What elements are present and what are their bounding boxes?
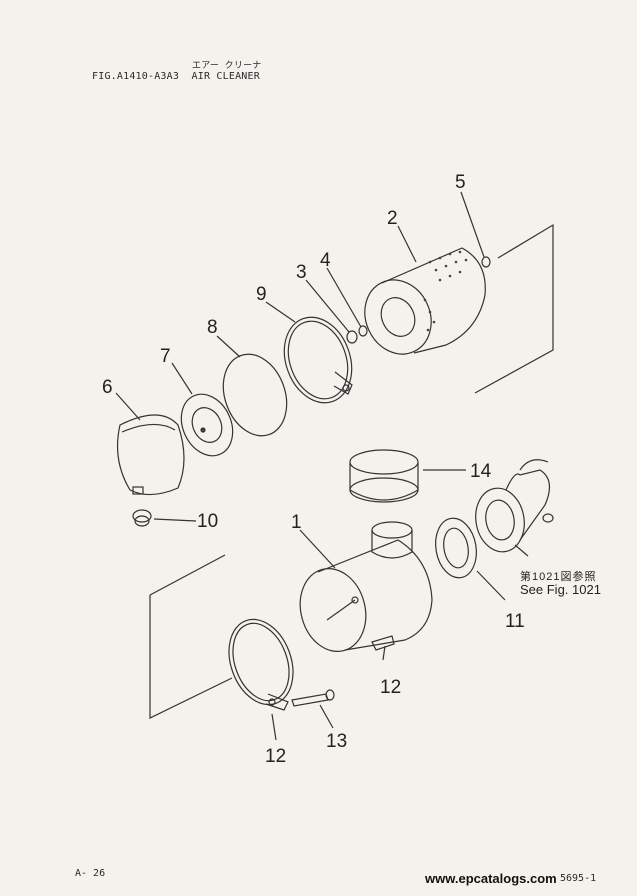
part-1-cleaner-body	[299, 521, 433, 653]
part-12-clamp-band	[228, 618, 294, 711]
part-9-clamp-band	[283, 316, 353, 404]
part-14-precleaner	[349, 449, 419, 503]
intake-elbow	[475, 459, 554, 553]
callout-2: 2	[387, 208, 398, 229]
cross-reference-japanese: 第1021図参照	[520, 571, 597, 583]
callout-labels: 1 2 3 4 5 6 7 8 9 10 11 12 12 13 14	[102, 172, 525, 767]
part-5-nut	[481, 256, 491, 268]
part-3-bolt	[346, 330, 358, 344]
figure-title: FIG.A1410-A3A3 AIR CLEANER	[92, 71, 260, 82]
page-number: A- 26	[75, 868, 106, 879]
callout-12-upper: 12	[380, 677, 401, 698]
callout-10: 10	[197, 511, 218, 532]
cross-reference-link[interactable]: See Fig. 1021	[520, 582, 601, 597]
callout-13: 13	[326, 731, 347, 752]
figure-name: AIR CLEANER	[191, 71, 260, 82]
part-10-evacuator-valve	[132, 509, 152, 527]
callout-3: 3	[296, 262, 307, 283]
upper-group-bracket	[474, 223, 554, 394]
part-6-cover	[116, 414, 185, 496]
part-2-filter-element	[364, 247, 486, 355]
part-7-pre-filter	[180, 393, 234, 457]
callout-6: 6	[102, 377, 113, 398]
figure-id: FIG.A1410-A3A3	[92, 71, 180, 82]
lower-group-bracket	[149, 595, 233, 719]
part-8-o-ring	[222, 353, 288, 437]
part-11-gasket	[435, 517, 477, 579]
part-4-washer	[358, 325, 368, 337]
callout-4: 4	[320, 250, 331, 271]
figure-title-japanese: エアー クリーナ	[192, 61, 262, 71]
callout-12-lower: 12	[265, 746, 286, 767]
callout-1: 1	[291, 512, 302, 533]
document-number: 5695-1	[560, 873, 597, 884]
part-13-bolt	[291, 693, 329, 707]
callout-5: 5	[455, 172, 466, 193]
callout-11: 11	[505, 611, 525, 632]
callout-14: 14	[470, 461, 492, 482]
callout-7: 7	[160, 346, 171, 367]
callout-8: 8	[207, 317, 218, 338]
callout-9: 9	[256, 284, 267, 305]
watermark-text: www.epcatalogs.com	[425, 871, 557, 886]
